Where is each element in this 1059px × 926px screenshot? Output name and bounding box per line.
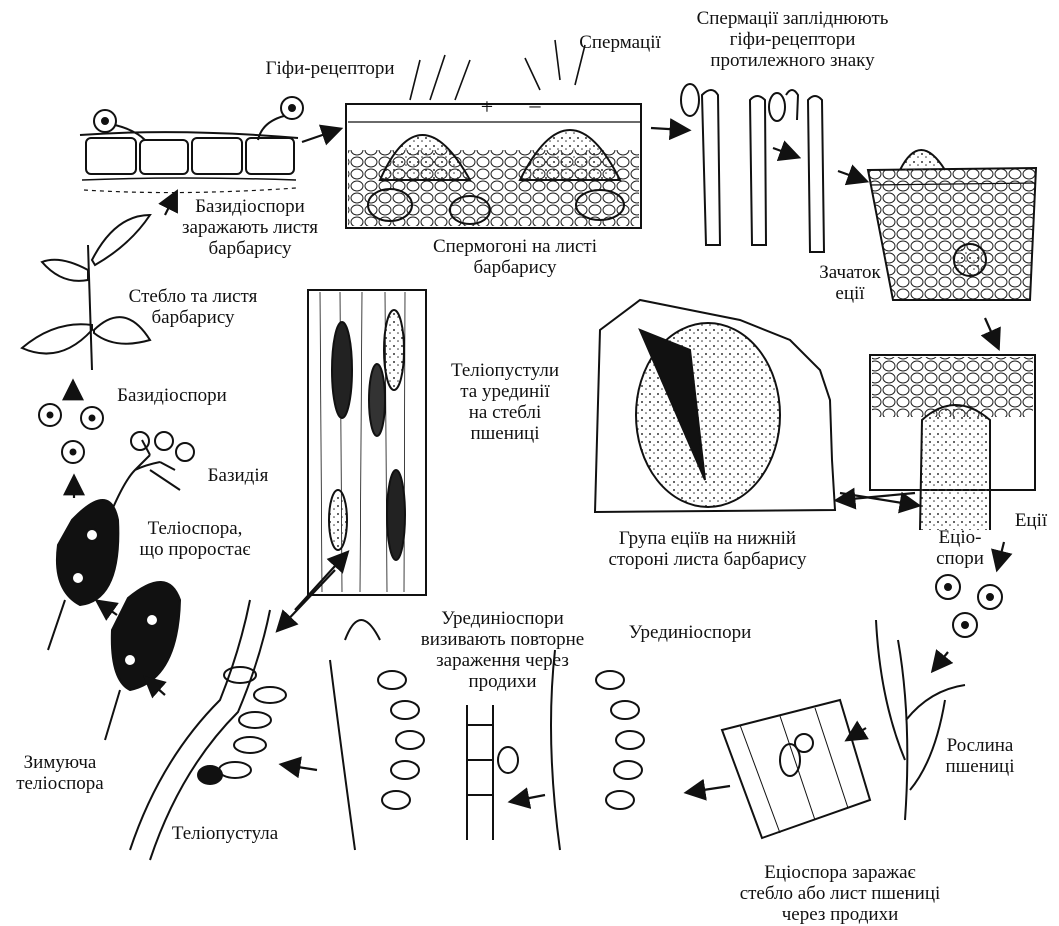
label-teliopustule: Теліопустула (160, 823, 290, 844)
label-aeciospore-infects: Еціоспора заражає стебло або лист пшениц… (725, 862, 955, 925)
barberry-leaf-epidermis-drawing (80, 97, 303, 193)
label-aeciospores: Еціо- спори (925, 527, 995, 569)
label-hyphae-receptors: Гіфи-рецептори (250, 58, 410, 79)
label-telio-uredinia: Теліопустули та урединії на стеблі пшени… (430, 360, 580, 444)
label-urediniospores-reinfect: Урединіоспори визивають повторне заражен… (395, 608, 610, 692)
wheat-stem-pustules-drawing (308, 290, 426, 595)
label-aecium-primordium: Зачаток еції (805, 262, 895, 304)
basidiospores-drawing (39, 404, 194, 510)
wheat-plant-drawing (876, 620, 965, 820)
label-plus-sign: + (478, 96, 496, 117)
label-basidiospores-infect: Базидіоспори заражають листя барбарису (170, 196, 330, 259)
label-stem-leaves-barberry: Стебло та листя барбарису (108, 286, 278, 328)
label-spermogonia: Спермогоні на листі барбарису (415, 236, 615, 278)
label-basidium: Базидія (193, 465, 283, 486)
aecia-drawing (870, 355, 1035, 530)
label-germinating-teliospore: Теліоспора, що проростає (120, 518, 270, 560)
spermatia-fertilization-drawing (681, 84, 824, 252)
label-spermatia-fertilize: Спермації запліднюють гіфи-рецептори про… (680, 8, 905, 71)
label-minus-sign: – (526, 94, 544, 115)
label-urediniospores: Урединіоспори (615, 622, 765, 643)
wheat-infection-drawing (722, 700, 870, 838)
label-aecia-group: Група еціїв на нижній стороні листа барб… (595, 528, 820, 570)
label-wheat-plant: Рослина пшениці (930, 735, 1030, 777)
label-aecia: Еції (1006, 510, 1056, 531)
label-basidiospores: Базидіоспори (97, 385, 247, 406)
aecia-group-drawing (595, 300, 835, 512)
label-spermatia: Спермації (570, 32, 670, 53)
aeciospores-drawing (936, 575, 1002, 637)
label-overwintering-teliospore: Зимуюча теліоспора (5, 752, 115, 794)
